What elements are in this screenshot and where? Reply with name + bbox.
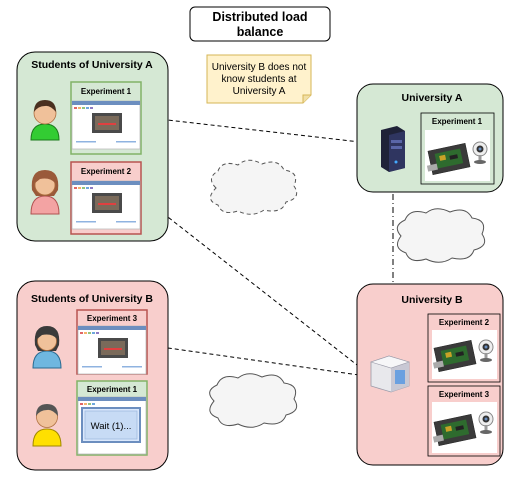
note-line-3: University A [233,86,286,97]
screen-a2-preview [71,180,141,230]
cloud-icon [209,373,298,428]
group-students-b: Students of University B Experiment 3 Ex… [16,280,169,471]
student-yellow-icon [32,404,62,447]
connection-b3-to-university-b [146,344,367,377]
cloud-icon [396,208,486,263]
title-line-2: balance [237,25,284,39]
screen-b1-title: Experiment 1 [87,385,138,394]
student-blue-icon [32,326,62,369]
note-line-1: University B does not [212,62,307,73]
screen-a-experiment-1: Experiment 1 [70,81,142,155]
wait-button[interactable]: Wait (1)... [81,407,141,443]
lab-ub2-title: Experiment 2 [439,318,490,327]
screen-a-experiment-2: Experiment 2 [70,161,142,235]
group-university-a-label: University A [402,92,463,104]
lab-university-b-experiment-3: Experiment 3 [427,385,501,457]
title-box: Distributed load balance [189,6,331,42]
group-students-a-label: Students of University A [31,59,153,71]
server-tower-icon [381,126,405,172]
title-line-1: Distributed load [212,10,307,24]
group-university-b-label: University B [401,294,463,306]
screen-a1-preview [71,100,141,150]
screen-a1-title: Experiment 1 [81,87,132,96]
group-university-a: University A Experiment 1 [356,83,504,193]
screen-b-experiment-1: Experiment 1 Wait (1)... [76,380,148,456]
group-students-a: Students of University A Experiment 1 Ex… [16,51,169,242]
lab-university-b-experiment-2: Experiment 2 [427,313,501,383]
lab-university-a-experiment-1: Experiment 1 [420,112,495,185]
server-box-icon [370,355,410,393]
group-university-b: University B Experiment 2 Experiment 3 [356,283,504,466]
student-red-icon [30,170,60,215]
group-students-b-label: Students of University B [31,293,153,305]
student-green-icon [30,100,60,141]
connections [140,116,394,377]
screen-b-experiment-3: Experiment 3 [76,309,148,375]
screen-b3-preview [77,325,147,375]
connection-a2-to-university-b [140,195,367,373]
connection-a1-to-university-a [140,116,361,143]
note-box: University B does not know students at U… [206,54,312,104]
wait-button-label: Wait (1)... [91,421,132,432]
lab-ub3-title: Experiment 3 [439,390,490,399]
screen-b3-title: Experiment 3 [87,314,138,323]
screen-a2-title: Experiment 2 [81,167,132,176]
cloud-icon [210,159,298,215]
lab-ua1-title: Experiment 1 [432,117,483,126]
note-line-2: know students at [221,74,296,85]
